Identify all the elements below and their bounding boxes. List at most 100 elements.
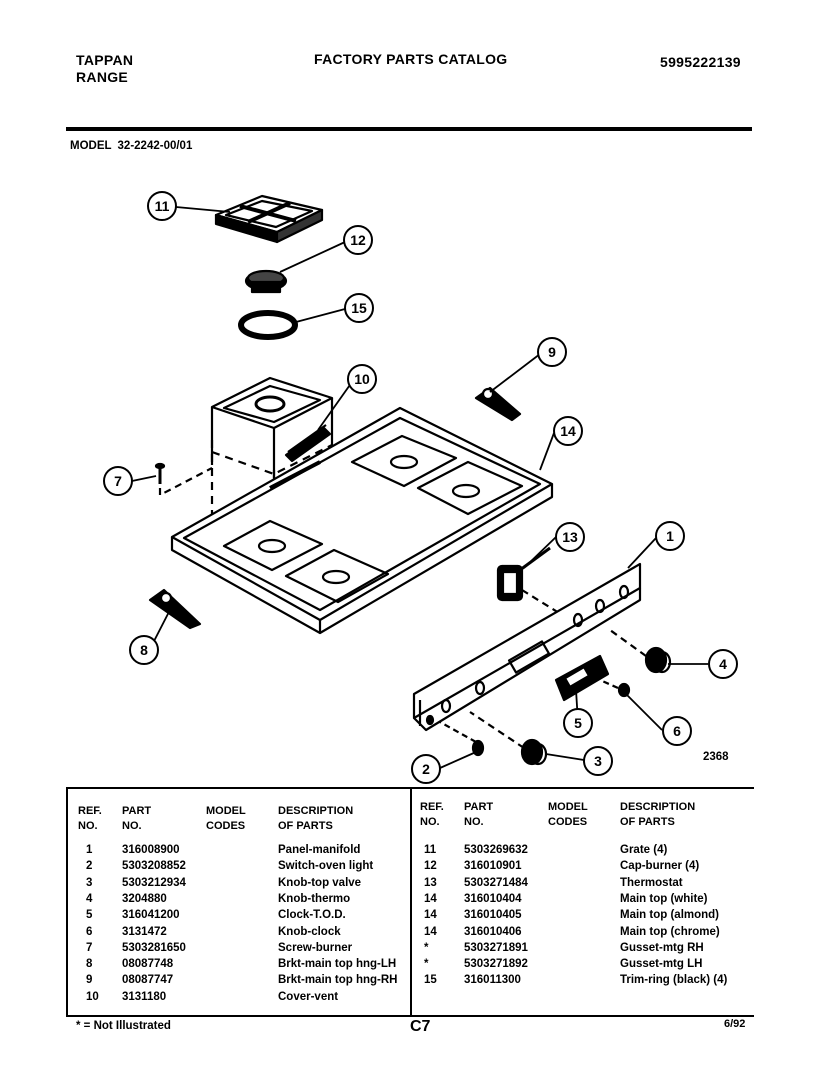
ref-cell: 10 (86, 990, 99, 1003)
hinge-bracket-rh-part (474, 386, 522, 422)
trim-ring-part (238, 310, 298, 340)
part-number-cell: 5303271891 (464, 941, 528, 954)
callout-11: 11 (147, 191, 177, 221)
callout-15: 15 (344, 293, 374, 323)
callout-13: 13 (555, 522, 585, 552)
callout-6: 6 (662, 716, 692, 746)
part-number-cell: 5303212934 (122, 876, 186, 889)
callout-leaders (131, 206, 708, 769)
ref-cell: 6 (86, 925, 93, 938)
burner-screw-part (154, 462, 213, 497)
burner-cap-part (244, 269, 288, 294)
ref-cell: 2 (86, 860, 93, 873)
description-cell: Gusset-mtg LH (620, 958, 703, 971)
model-value: 32-2242-00/01 (117, 140, 193, 152)
svg-text:4: 4 (719, 656, 727, 672)
clock-knob-part (599, 678, 631, 698)
description-cell: Main top (white) (620, 892, 708, 905)
grate-part (214, 194, 324, 244)
ref-cell: 11 (424, 844, 437, 856)
description-cell: Knob-clock (278, 925, 341, 938)
left-header-ref: REF.NO. (78, 805, 102, 832)
ref-cell: 5 (86, 909, 93, 922)
right-header-ref: REF.NO. (420, 801, 444, 828)
description-cell: Thermostat (620, 876, 683, 889)
ref-cell: 7 (86, 941, 93, 954)
vent-insert-part (284, 424, 332, 463)
ref-cell: 14 (424, 909, 437, 922)
description-cell: Clock-T.O.D. (278, 909, 346, 922)
part-number-cell: 316008900 (122, 844, 180, 856)
callout-9: 9 (537, 337, 567, 367)
svg-text:5: 5 (574, 715, 582, 731)
callout-2: 2 (411, 754, 441, 784)
svg-text:2: 2 (422, 761, 430, 777)
manifold-panel-part (412, 562, 642, 732)
part-number-cell: 5303269632 (464, 844, 528, 856)
svg-text:11: 11 (155, 198, 170, 214)
callout-markers: 11 12 15 9 10 14 7 13 1 8 4 5 6 2 3 (103, 191, 738, 784)
callout-8: 8 (129, 635, 159, 665)
brand-block: TAPPAN RANGE (76, 52, 133, 86)
part-number-cell: 5303271484 (464, 876, 528, 889)
callout-14: 14 (553, 416, 583, 446)
ref-cell: 13 (424, 876, 437, 889)
brand-line-2: RANGE (76, 69, 129, 85)
hinge-bracket-lh-part (148, 588, 202, 630)
clock-part (554, 654, 610, 702)
description-cell: Brkt-main top hng-RH (278, 974, 398, 987)
date-code: 6/92 (724, 1018, 746, 1030)
part-number-cell: 316041200 (122, 909, 180, 922)
ref-cell: 4 (86, 892, 93, 905)
callout-7: 7 (103, 466, 133, 496)
description-cell: Brkt-main top hng-LH (278, 958, 397, 971)
diagram-page-code: 2368 (703, 751, 729, 763)
part-number-cell: 3131472 (122, 925, 167, 938)
part-number-cell: 08087747 (122, 974, 174, 987)
svg-text:7: 7 (114, 473, 122, 489)
svg-text:13: 13 (562, 529, 578, 545)
svg-text:12: 12 (350, 232, 366, 248)
part-number-cell: 316010404 (464, 892, 522, 905)
thermo-knob-part (609, 629, 672, 674)
callout-5: 5 (563, 708, 593, 738)
callout-3: 3 (583, 746, 613, 776)
part-number-cell: 316011300 (464, 974, 521, 987)
part-number-cell: 3204880 (122, 892, 167, 905)
svg-text:10: 10 (354, 371, 370, 387)
top-valve-knob-part (469, 711, 548, 766)
document-number: 5995222139 (660, 54, 741, 70)
description-cell: Main top (chrome) (620, 925, 720, 938)
description-cell: Trim-ring (black) (4) (620, 974, 728, 987)
svg-text:6: 6 (673, 723, 681, 739)
model-label: MODEL (70, 140, 112, 152)
svg-text:8: 8 (140, 642, 148, 658)
table-row: 6 3131472 Knob-clock (78, 924, 408, 940)
exploded-parts-diagram: 11 12 15 9 10 14 7 13 1 8 4 5 6 2 3 (103, 191, 738, 784)
header-rule (66, 127, 752, 131)
ref-cell: 14 (424, 925, 437, 938)
svg-text:3: 3 (594, 753, 602, 769)
description-cell: Main top (almond) (620, 909, 720, 922)
ref-cell: 9 (86, 974, 93, 987)
description-cell: Cap-burner (4) (620, 860, 700, 873)
part-number-cell: 3131180 (122, 990, 167, 1003)
description-cell: Knob-top valve (278, 876, 362, 889)
ref-cell: * (424, 941, 429, 954)
ref-cell: 14 (424, 892, 437, 905)
